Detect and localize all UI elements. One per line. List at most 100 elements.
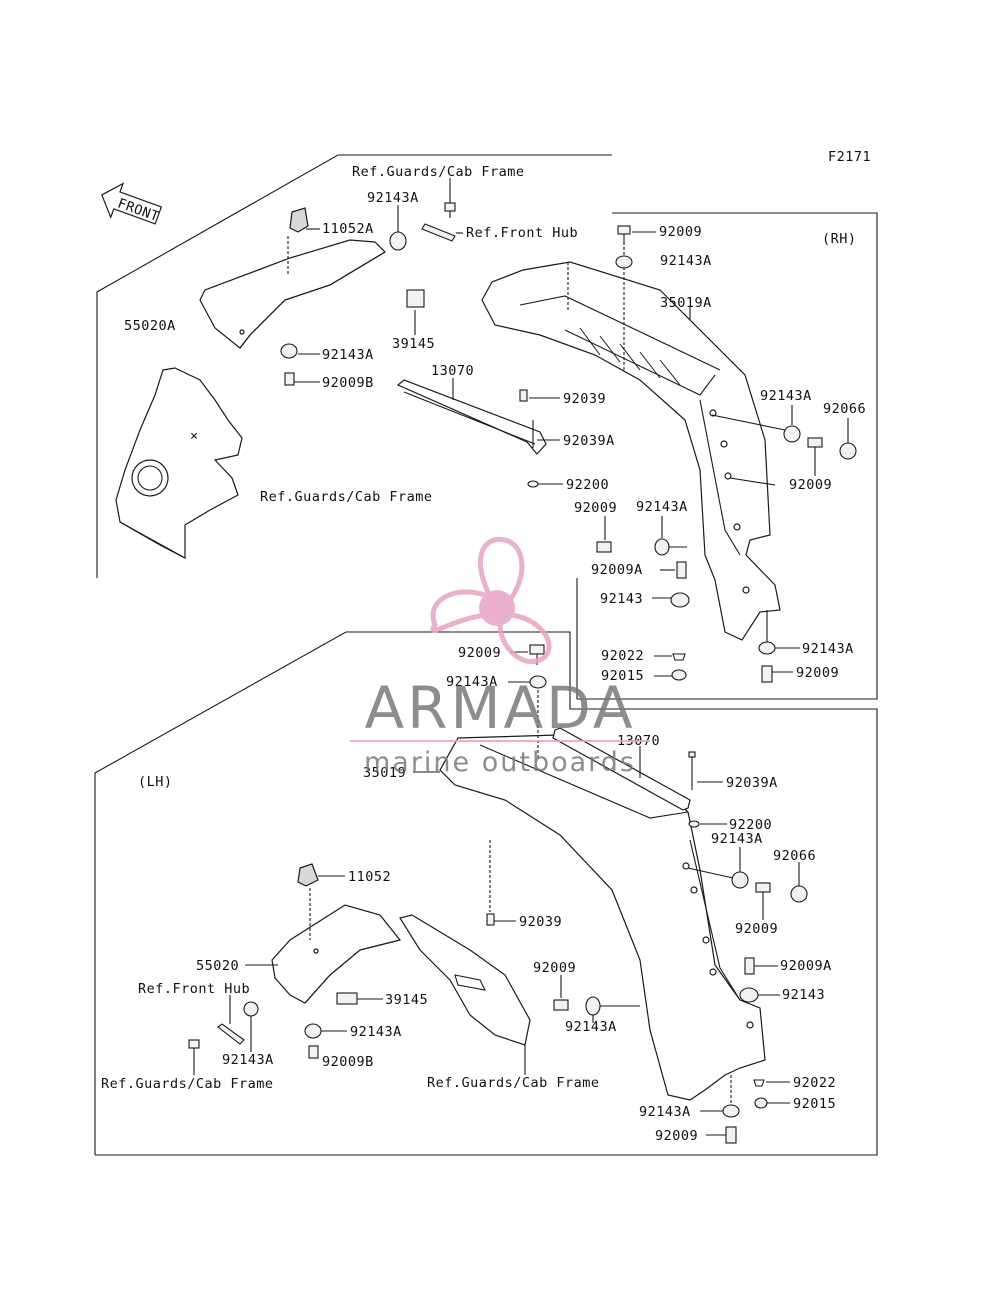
washer-92015-lh bbox=[754, 1097, 768, 1109]
lh-39145: 39145 bbox=[385, 992, 428, 1008]
lh-11052: 11052 bbox=[348, 869, 391, 885]
bolt-92009-mid bbox=[596, 541, 612, 553]
lh-side-label: (LH) bbox=[138, 774, 173, 790]
lh-92143A-side: 92143A bbox=[711, 831, 763, 847]
strip-13070-lh bbox=[552, 727, 691, 811]
bolt-92009-top bbox=[617, 225, 631, 244]
rh-92143A-bottom: 92143A bbox=[802, 641, 854, 657]
svg-text:⨯: ⨯ bbox=[190, 428, 199, 444]
rh-92009B: 92009B bbox=[322, 375, 374, 391]
lh-92143A-top: 92143A bbox=[446, 674, 498, 690]
cover-55020A bbox=[199, 239, 386, 349]
lh-92066: 92066 bbox=[773, 848, 816, 864]
lh-92143A-right: 92143A bbox=[565, 1019, 617, 1035]
fender-35019 bbox=[439, 734, 766, 1101]
front-arrow-icon: FRONT bbox=[101, 182, 163, 225]
rh-92066: 92066 bbox=[823, 401, 866, 417]
clip-92022-lh bbox=[753, 1079, 765, 1087]
lh-92143A-center: 92143A bbox=[350, 1024, 402, 1040]
grommet-92143-lh bbox=[739, 987, 759, 1003]
lh-92009-bottom: 92009 bbox=[655, 1128, 698, 1144]
rh-11052A: 11052A bbox=[322, 221, 374, 237]
rh-92009-top: 92009 bbox=[659, 224, 702, 240]
lh-92143: 92143 bbox=[782, 987, 825, 1003]
nut-92143A-lh-center bbox=[304, 1023, 322, 1039]
rh-92143: 92143 bbox=[600, 591, 643, 607]
washer-92015 bbox=[671, 669, 687, 681]
rh-92143A-side: 92143A bbox=[760, 388, 812, 404]
nut-92143A-mid bbox=[654, 538, 670, 556]
bolt-92009-lh-bottom bbox=[725, 1126, 737, 1144]
nut-92143A-lh-left bbox=[243, 1001, 259, 1017]
rh-92200: 92200 bbox=[566, 477, 609, 493]
nut-92143A-bottom bbox=[758, 641, 776, 655]
lh-92015: 92015 bbox=[793, 1096, 836, 1112]
strip-13070 bbox=[396, 379, 547, 455]
nut-92143A-top-right bbox=[615, 255, 633, 269]
guard-plate-lh bbox=[399, 914, 531, 1046]
rh-side-label: (RH) bbox=[822, 231, 857, 247]
rh-92009-mid: 92009 bbox=[574, 500, 617, 516]
lh-92009-top: 92009 bbox=[458, 645, 501, 661]
bolt-92009-bottom bbox=[761, 665, 773, 683]
rh-92143A-mid: 92143A bbox=[636, 499, 688, 515]
lh-92022: 92022 bbox=[793, 1075, 836, 1091]
rh-92143A-top: 92143A bbox=[367, 190, 419, 206]
fender-35019A bbox=[481, 261, 781, 641]
cap-92066-lh bbox=[790, 885, 808, 903]
rh-panel-frame bbox=[96, 154, 878, 700]
bolt-92039-lh bbox=[486, 913, 495, 926]
rh-55020A: 55020A bbox=[124, 318, 176, 334]
lh-92143A-bottom: 92143A bbox=[639, 1104, 691, 1120]
rh-ref-guards-mid: Ref.Guards/Cab Frame bbox=[260, 489, 433, 505]
bolt-ref-guards bbox=[444, 202, 456, 218]
rh-ref-front-hub: Ref.Front Hub bbox=[466, 225, 578, 241]
rh-92039A: 92039A bbox=[563, 433, 615, 449]
rh-92022: 92022 bbox=[601, 648, 644, 664]
lh-92009-mid: 92009 bbox=[533, 960, 576, 976]
guard-plate: ⨯ bbox=[115, 367, 243, 559]
bolt-92009-lh-mid bbox=[553, 999, 569, 1011]
figure-code: F2171 bbox=[828, 149, 871, 165]
nut-92143A-top bbox=[389, 231, 407, 251]
rh-92015: 92015 bbox=[601, 668, 644, 684]
nut-92143A-lh-right bbox=[585, 996, 601, 1016]
hub-pin bbox=[421, 223, 456, 242]
rh-35019A: 35019A bbox=[660, 295, 712, 311]
grommet-92143 bbox=[670, 592, 690, 608]
lh-panel-frame bbox=[94, 631, 878, 1156]
nut-92143A-lh-side bbox=[731, 871, 749, 889]
rh-92009-bottom: 92009 bbox=[796, 665, 839, 681]
nut-92143A-lh-bottom bbox=[722, 1104, 740, 1118]
clip-92022 bbox=[672, 653, 686, 661]
lh-92009-side: 92009 bbox=[735, 921, 778, 937]
rh-39145: 39145 bbox=[392, 336, 435, 352]
clip-39145 bbox=[406, 289, 425, 308]
bolt-92009A bbox=[676, 561, 687, 579]
lh-ref-guards-left: Ref.Guards/Cab Frame bbox=[101, 1076, 274, 1092]
lh-92039: 92039 bbox=[519, 914, 562, 930]
lh-ref-guards-right: Ref.Guards/Cab Frame bbox=[427, 1075, 600, 1091]
bolt-ref-guards-lh bbox=[188, 1039, 200, 1049]
nut-92143A-side bbox=[783, 425, 801, 443]
lh-92009A: 92009A bbox=[780, 958, 832, 974]
watermark-brand: ARMADA bbox=[364, 674, 635, 742]
lh-55020: 55020 bbox=[196, 958, 239, 974]
lh-92143A-left: 92143A bbox=[222, 1052, 274, 1068]
hub-pin-lh bbox=[217, 1023, 245, 1045]
propeller-logo-icon bbox=[430, 536, 552, 665]
rh-ref-guards-top: Ref.Guards/Cab Frame bbox=[352, 164, 525, 180]
bolt-92009A-lh bbox=[744, 957, 755, 975]
nut-92200-lh bbox=[688, 820, 700, 828]
lh-ref-front-hub: Ref.Front Hub bbox=[138, 981, 250, 997]
rh-13070: 13070 bbox=[431, 363, 474, 379]
rh-leaders bbox=[294, 178, 849, 677]
rh-92143A-top-right: 92143A bbox=[660, 253, 712, 269]
lh-92009B: 92009B bbox=[322, 1054, 374, 1070]
bolt-92009-lh-side bbox=[755, 882, 771, 893]
armada-watermark: ARMADA marine outboards bbox=[350, 536, 650, 778]
bolt-92009B bbox=[284, 372, 295, 386]
nut-92200 bbox=[527, 480, 539, 488]
lh-35019: 35019 bbox=[363, 765, 406, 781]
